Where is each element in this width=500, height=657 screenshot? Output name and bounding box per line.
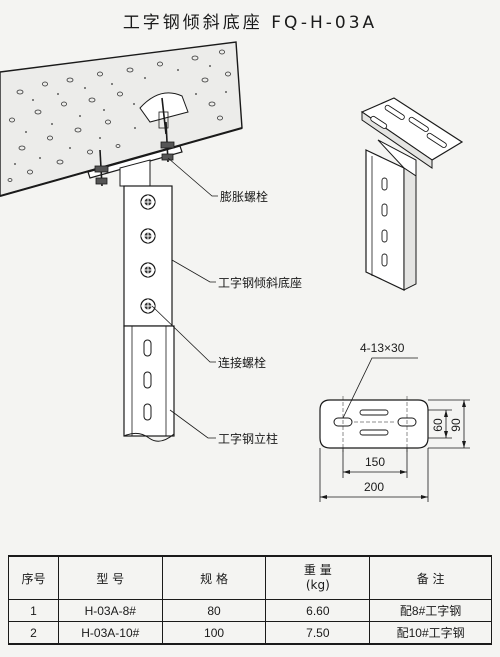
- header-index: 序号: [8, 555, 59, 600]
- isometric-view: [360, 97, 464, 291]
- dim-60: 60: [431, 418, 445, 432]
- spec-table: 序号 型 号 规 格 重 量 (kg) 备 注 1 H-03A-8# 80 6.…: [8, 555, 492, 645]
- header-spec: 规 格: [161, 555, 267, 600]
- drawing-title: 工字钢倾斜底座 FQ-H-03A: [122, 13, 378, 33]
- dim-150: 150: [365, 455, 385, 469]
- callout-base: 工字钢倾斜底座: [218, 275, 302, 290]
- dim-90: 90: [449, 418, 463, 432]
- connecting-bolts: [140, 194, 156, 314]
- plan-view: [319, 396, 429, 452]
- ceiling-slab: [0, 41, 243, 197]
- technical-drawing: 膨胀螺栓 工字钢倾斜底座 连接螺栓 工字钢立柱: [0, 41, 470, 502]
- callout-column: 工字钢立柱: [218, 431, 278, 446]
- i-beam-column: [123, 325, 175, 442]
- dim-200: 200: [364, 480, 384, 494]
- callout-expansion-bolt: 膨胀螺栓: [220, 189, 268, 204]
- dim-holes: 4-13×30: [360, 341, 405, 355]
- header-model: 型 号: [57, 555, 163, 600]
- table-row: 2 H-03A-10# 100 7.50 配10#工字钢: [8, 621, 492, 645]
- header-remark: 备 注: [369, 555, 492, 600]
- dimension-lines: [319, 357, 470, 502]
- table-row: 1 H-03A-8# 80 6.60 配8#工字钢: [8, 599, 492, 622]
- inclined-base-plate: [87, 121, 183, 187]
- table-header-row: 序号 型 号 规 格 重 量 (kg) 备 注: [8, 555, 492, 600]
- callout-connecting-bolt: 连接螺栓: [218, 355, 266, 370]
- header-weight: 重 量 (kg): [265, 555, 371, 600]
